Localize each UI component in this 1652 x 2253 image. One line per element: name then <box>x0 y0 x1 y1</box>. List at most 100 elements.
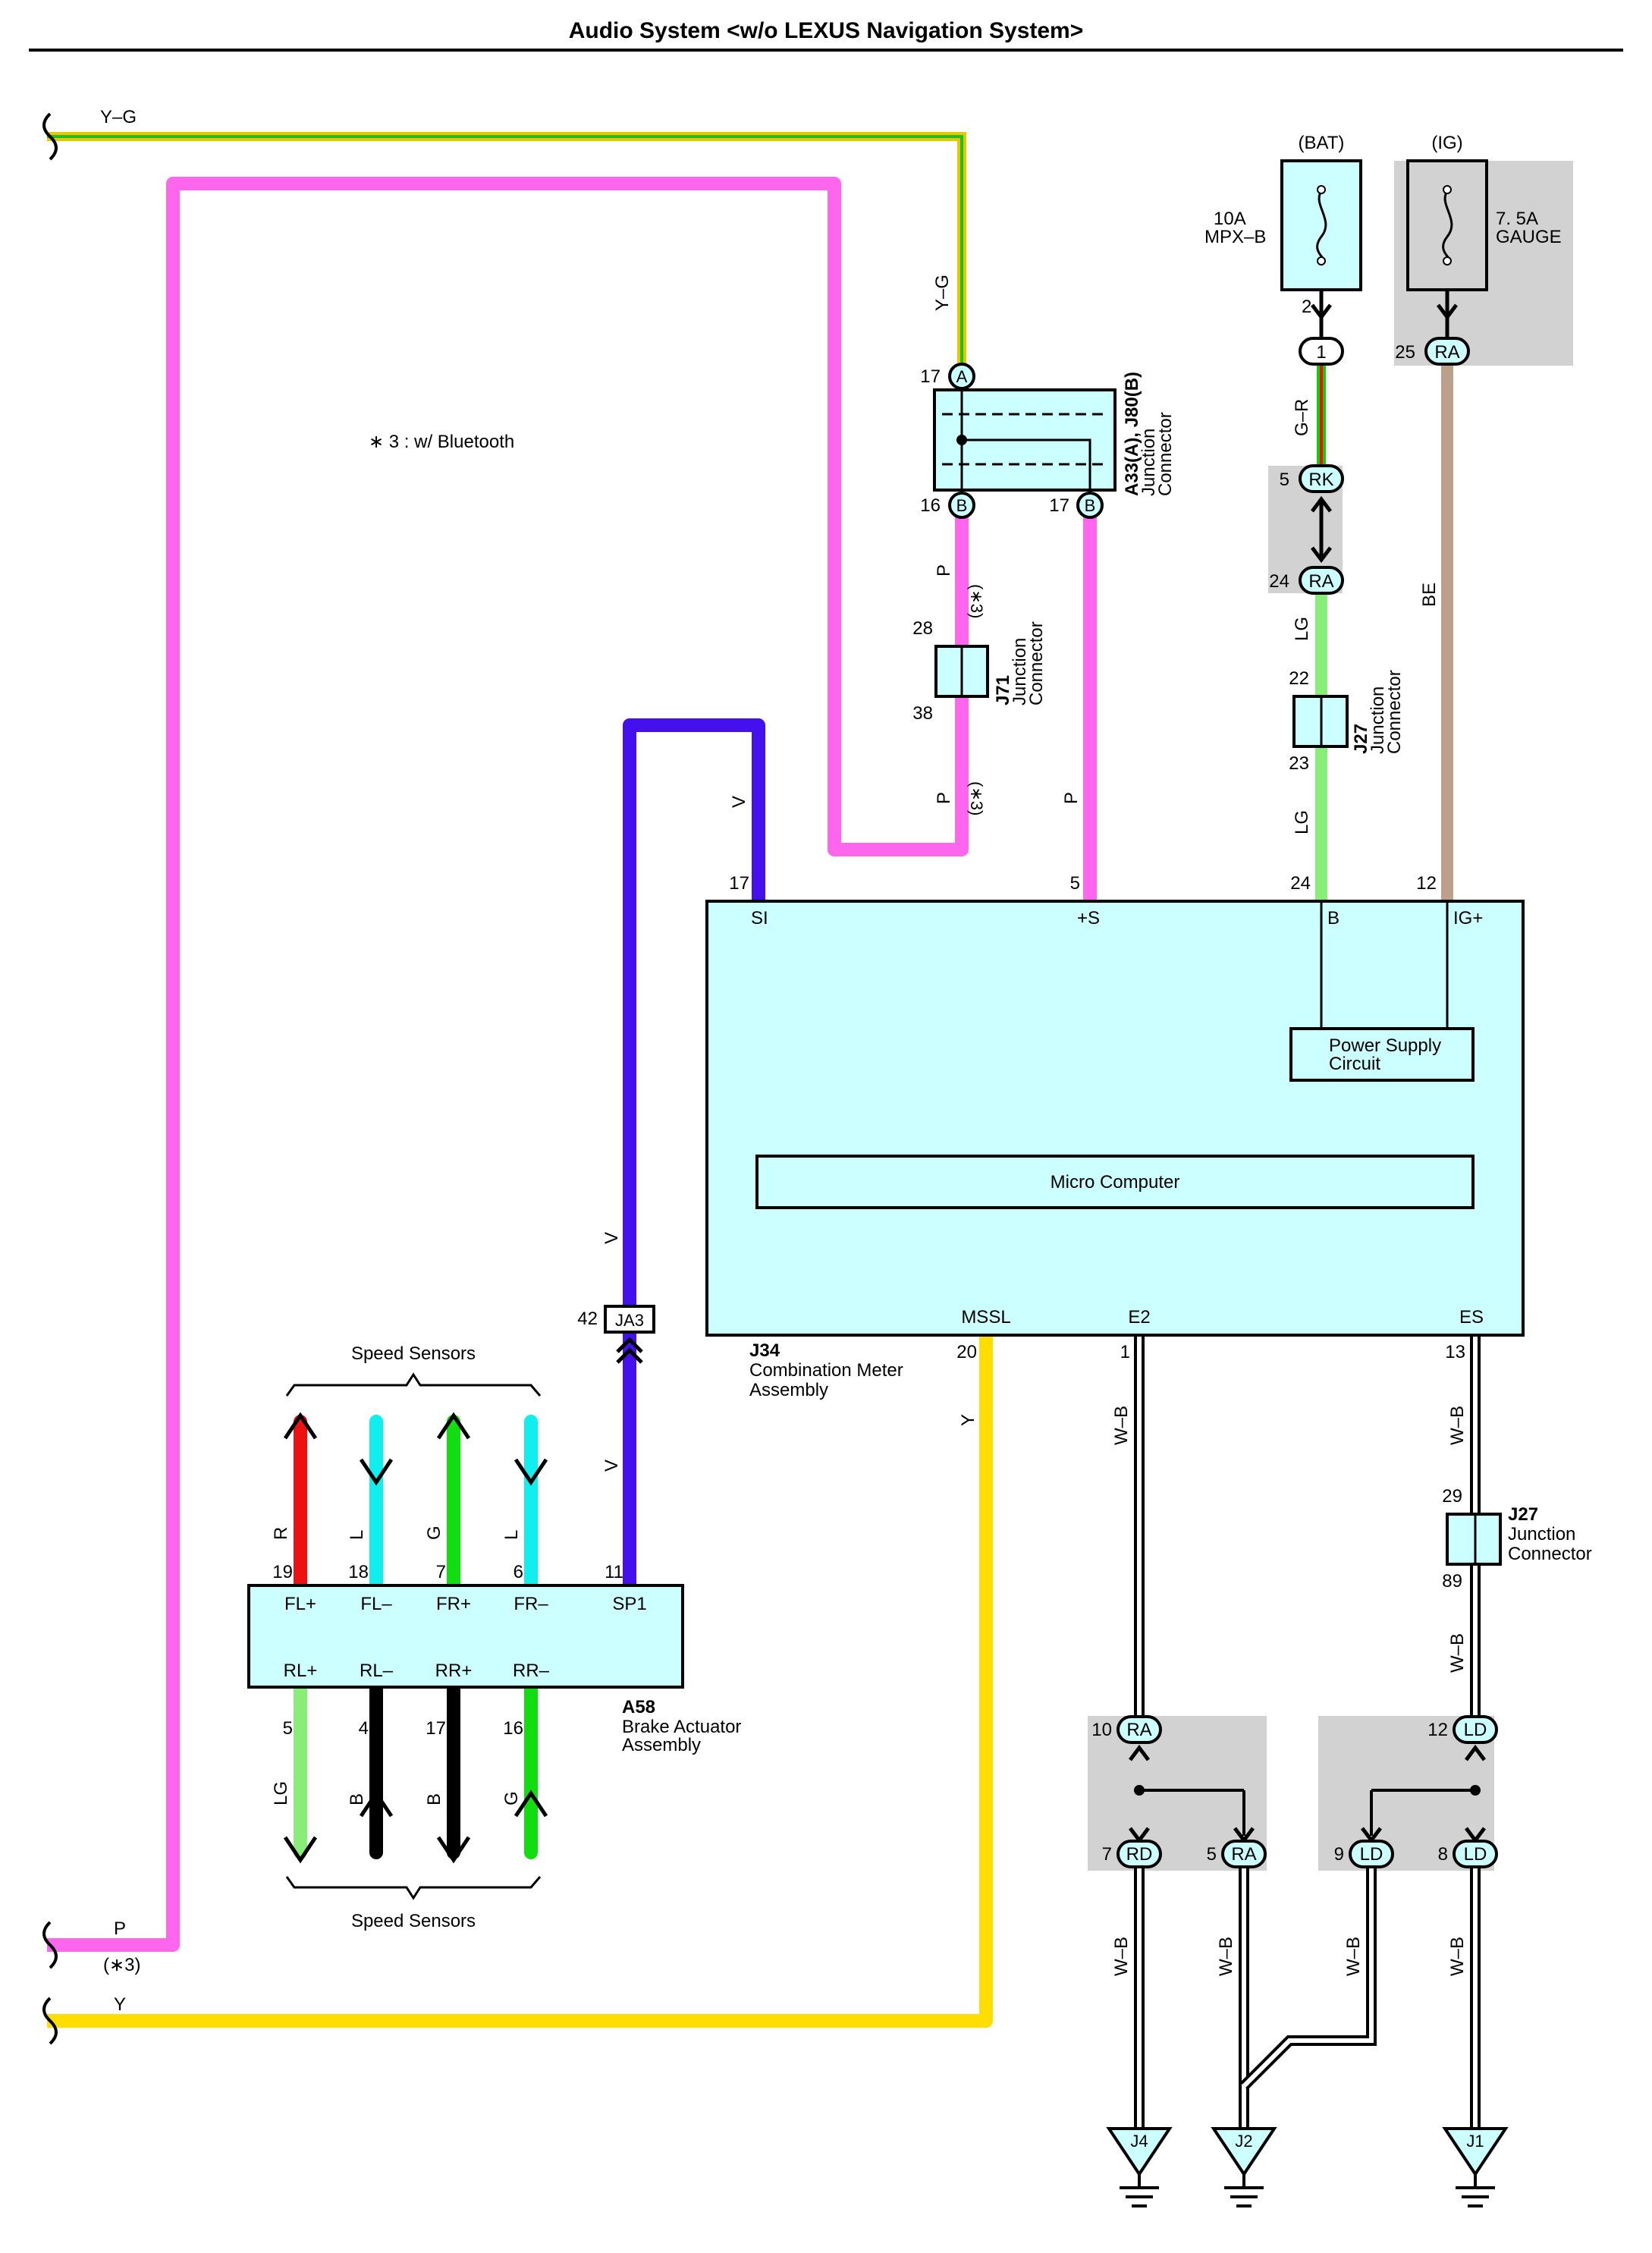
wire-label-wb-j1: W–B <box>1447 1937 1468 1976</box>
speed-sensor-wire-fl- <box>283 1412 318 1592</box>
fuse-ig <box>1406 159 1488 291</box>
splice-dot <box>1134 1785 1145 1796</box>
connector-a17: 17 A <box>920 363 975 390</box>
connector-rd7: 7 RD <box>1102 1840 1162 1868</box>
svg-text:B: B <box>956 496 968 515</box>
svg-text:17: 17 <box>1049 495 1069 516</box>
arrow-ra10 <box>1129 1744 1150 1761</box>
meter-term-ig: IG+ <box>1453 908 1483 929</box>
power-supply-circuit <box>1289 1027 1475 1082</box>
wire-w-b-group <box>1134 1335 1481 2132</box>
brake-wire-label: B <box>347 1793 367 1805</box>
fuse-bat <box>1280 159 1362 291</box>
brake-wire-label: B <box>424 1793 444 1805</box>
fuse-ig-rating: 7. 5A <box>1496 209 1538 229</box>
wire-break-symbol <box>42 112 58 161</box>
wire-label-v-si: V <box>729 796 749 808</box>
junction-j27u-pin-top: 22 <box>1289 668 1309 689</box>
wire-label-lg-lower: LG <box>1292 810 1312 834</box>
junction-j27-lower <box>1446 1513 1502 1566</box>
brake-pin: 6 <box>514 1562 523 1582</box>
svg-text:JA3: JA3 <box>615 1311 644 1330</box>
junction-a33-desc2: Connector <box>1155 412 1176 496</box>
brake-term-sp1: SP1 <box>612 1594 646 1614</box>
brake-wire-label: G <box>424 1526 444 1540</box>
connector-ra24: 24 RA <box>1269 566 1344 595</box>
arrow-rk <box>1311 495 1332 513</box>
connector-1: 1 <box>1299 337 1344 366</box>
wire-label-g-r: G–R <box>1292 399 1312 436</box>
wire-break-symbol <box>42 1997 58 2045</box>
svg-text:9: 9 <box>1334 1844 1344 1865</box>
brake-sensor-wires <box>283 1412 548 1864</box>
wire-label-p16: P <box>934 564 954 577</box>
svg-text:42: 42 <box>577 1309 598 1329</box>
meter-pin-mssl: 20 <box>956 1342 977 1362</box>
wire-y-mssl <box>47 1335 993 2028</box>
splice-dot <box>1470 1785 1481 1796</box>
speed-sensor-wire-rr- <box>436 1680 471 1864</box>
brake-terminal: FL– <box>360 1594 392 1614</box>
svg-text:A: A <box>956 367 968 386</box>
svg-text:5: 5 <box>1280 470 1289 490</box>
wire-label-p-bottom: P <box>114 1918 126 1939</box>
fuse-bat-rating: 10A <box>1214 209 1246 229</box>
meter-pin-e2: 1 <box>1120 1342 1130 1362</box>
connector-ra25: 25 RA <box>1395 337 1470 366</box>
junction-j27u-id: J27 <box>1351 724 1371 754</box>
brake-wire-label: LG <box>271 1781 291 1805</box>
wire-label-wb-j2b: W–B <box>1343 1937 1364 1976</box>
meter-term-b: B <box>1327 908 1340 929</box>
brake-terminal: RR+ <box>435 1661 473 1681</box>
meter-term-mssl: MSSL <box>961 1307 1010 1328</box>
junction-j71-desc2: Connector <box>1026 621 1047 705</box>
bluetooth-note: ∗ 3 : w/ Bluetooth <box>369 432 514 452</box>
junction-j71-id: J71 <box>993 675 1013 705</box>
meter-pin-es: 13 <box>1445 1342 1465 1362</box>
ground-j4-icon: J4 <box>1106 2127 1173 2207</box>
meter-name1: Combination Meter <box>749 1360 903 1381</box>
arrow-ld12 <box>1465 1744 1486 1761</box>
brake-pin-sp1: 11 <box>605 1562 623 1582</box>
speed-sensor-wire-rr- <box>514 1680 548 1859</box>
svg-text:16: 16 <box>920 495 941 516</box>
junction-j27u-pin-bottom: 23 <box>1289 753 1309 774</box>
wire-label-yg-top: Y–G <box>100 107 137 127</box>
brake-wire-label: L <box>501 1530 522 1540</box>
brake-pin: 7 <box>436 1562 446 1582</box>
brake-terminal: RL– <box>360 1661 394 1681</box>
junction-a33-desc1: Junction <box>1138 429 1159 496</box>
svg-text:RK: RK <box>1308 470 1333 490</box>
junction-j27l-desc1: Junction <box>1508 1524 1575 1544</box>
arrow-ig <box>1437 303 1458 321</box>
wire-label-wb-e2: W–B <box>1111 1406 1132 1445</box>
brake-pin: 4 <box>359 1718 369 1739</box>
power-supply-label1: Power Supply <box>1329 1035 1441 1056</box>
junction-j71-pin-top: 28 <box>912 618 933 639</box>
meter-name2: Assembly <box>749 1380 828 1400</box>
ground-j2-icon: J2 <box>1211 2127 1277 2207</box>
speed-sensors-brace-top <box>285 1372 542 1397</box>
power-supply-label2: Circuit <box>1329 1054 1380 1074</box>
svg-text:24: 24 <box>1269 571 1289 592</box>
svg-text:7: 7 <box>1102 1844 1112 1865</box>
wire-label-p-bottom-note: (∗3) <box>103 1955 140 1975</box>
wire-label-v-low: V <box>601 1460 622 1472</box>
svg-text:B: B <box>1085 496 1096 515</box>
svg-text:RD: RD <box>1126 1844 1153 1865</box>
speed-sensor-wire-rl- <box>283 1680 318 1864</box>
meter-id: J34 <box>749 1340 780 1361</box>
connector-ja3: 42 JA3 <box>577 1305 655 1334</box>
svg-text:1: 1 <box>1316 342 1326 363</box>
meter-pin-b: 24 <box>1290 873 1311 894</box>
svg-text:8: 8 <box>1438 1844 1448 1865</box>
brake-pin: 16 <box>503 1718 523 1739</box>
brake-name1: Brake Actuator <box>622 1717 741 1737</box>
junction-j27u-desc2: Connector <box>1384 670 1405 754</box>
speed-sensor-wire-fl- <box>359 1415 394 1592</box>
svg-text:RA: RA <box>1231 1844 1256 1865</box>
